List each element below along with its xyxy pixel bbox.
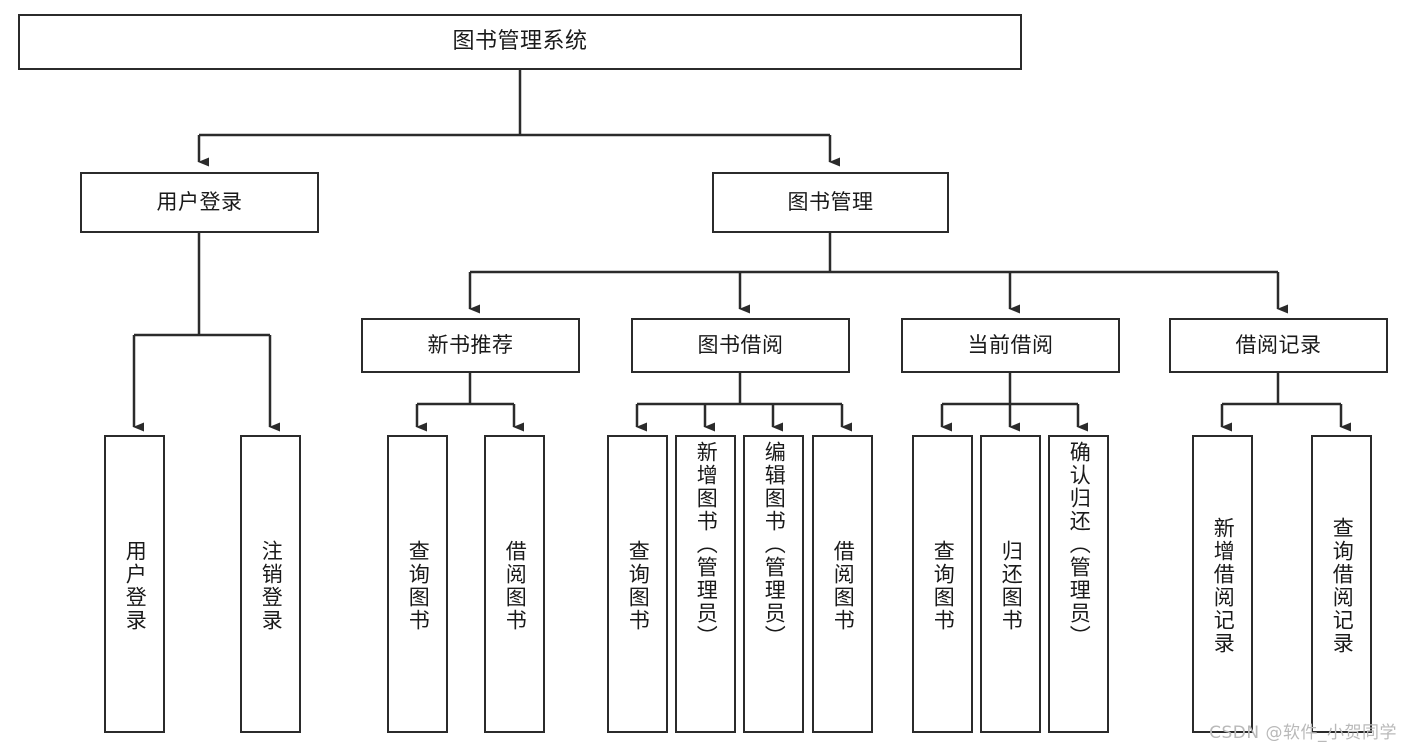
leaf-book-borrow-query-book[interactable]: 查询图书 — [607, 435, 668, 733]
node-label: 用户登录 — [156, 190, 243, 215]
node-label: 借阅图书 — [503, 540, 528, 632]
node-current-borrow[interactable]: 当前借阅 — [901, 318, 1120, 373]
node-label: 确认归还（管理员） — [1067, 441, 1092, 648]
node-label: 注销登录 — [259, 540, 284, 632]
leaf-book-borrow-add-book-admin[interactable]: 新增图书（管理员） — [675, 435, 736, 733]
leaf-book-borrow-edit-book-admin[interactable]: 编辑图书（管理员） — [743, 435, 804, 733]
node-book-borrow[interactable]: 图书借阅 — [631, 318, 850, 373]
node-label: 图书管理系统 — [452, 29, 588, 55]
node-label: 新增图书（管理员） — [694, 441, 719, 648]
node-label: 新增借阅记录 — [1211, 517, 1236, 655]
leaf-user-login-logout[interactable]: 注销登录 — [240, 435, 301, 733]
node-new-book-recommend[interactable]: 新书推荐 — [361, 318, 580, 373]
node-label: 新书推荐 — [427, 333, 514, 358]
leaf-new-book-query-book[interactable]: 查询图书 — [387, 435, 448, 733]
node-label: 查询图书 — [406, 540, 431, 632]
node-label: 查询借阅记录 — [1330, 517, 1355, 655]
node-label: 编辑图书（管理员） — [762, 441, 787, 648]
node-label: 查询图书 — [626, 540, 651, 632]
node-label: 借阅图书 — [831, 540, 856, 632]
node-label: 图书借阅 — [697, 333, 784, 358]
node-label: 归还图书 — [999, 540, 1024, 632]
node-user-login[interactable]: 用户登录 — [80, 172, 319, 233]
node-label: 借阅记录 — [1235, 333, 1322, 358]
watermark: CSDN @软件_小贺同学 — [1209, 723, 1397, 743]
leaf-current-borrow-confirm-return-admin[interactable]: 确认归还（管理员） — [1048, 435, 1109, 733]
leaf-book-borrow-borrow-book[interactable]: 借阅图书 — [812, 435, 873, 733]
node-label: 用户登录 — [123, 540, 148, 632]
leaf-borrow-record-query-record[interactable]: 查询借阅记录 — [1311, 435, 1372, 733]
leaf-new-book-borrow-book[interactable]: 借阅图书 — [484, 435, 545, 733]
node-book-management[interactable]: 图书管理 — [712, 172, 949, 233]
leaf-current-borrow-query-book[interactable]: 查询图书 — [912, 435, 973, 733]
node-root-book-management-system[interactable]: 图书管理系统 — [18, 14, 1022, 70]
node-label: 查询图书 — [931, 540, 956, 632]
node-label: 当前借阅 — [967, 333, 1054, 358]
node-label: 图书管理 — [787, 190, 874, 215]
node-borrow-record[interactable]: 借阅记录 — [1169, 318, 1388, 373]
leaf-borrow-record-add-record[interactable]: 新增借阅记录 — [1192, 435, 1253, 733]
leaf-user-login-do-login[interactable]: 用户登录 — [104, 435, 165, 733]
leaf-current-borrow-return-book[interactable]: 归还图书 — [980, 435, 1041, 733]
